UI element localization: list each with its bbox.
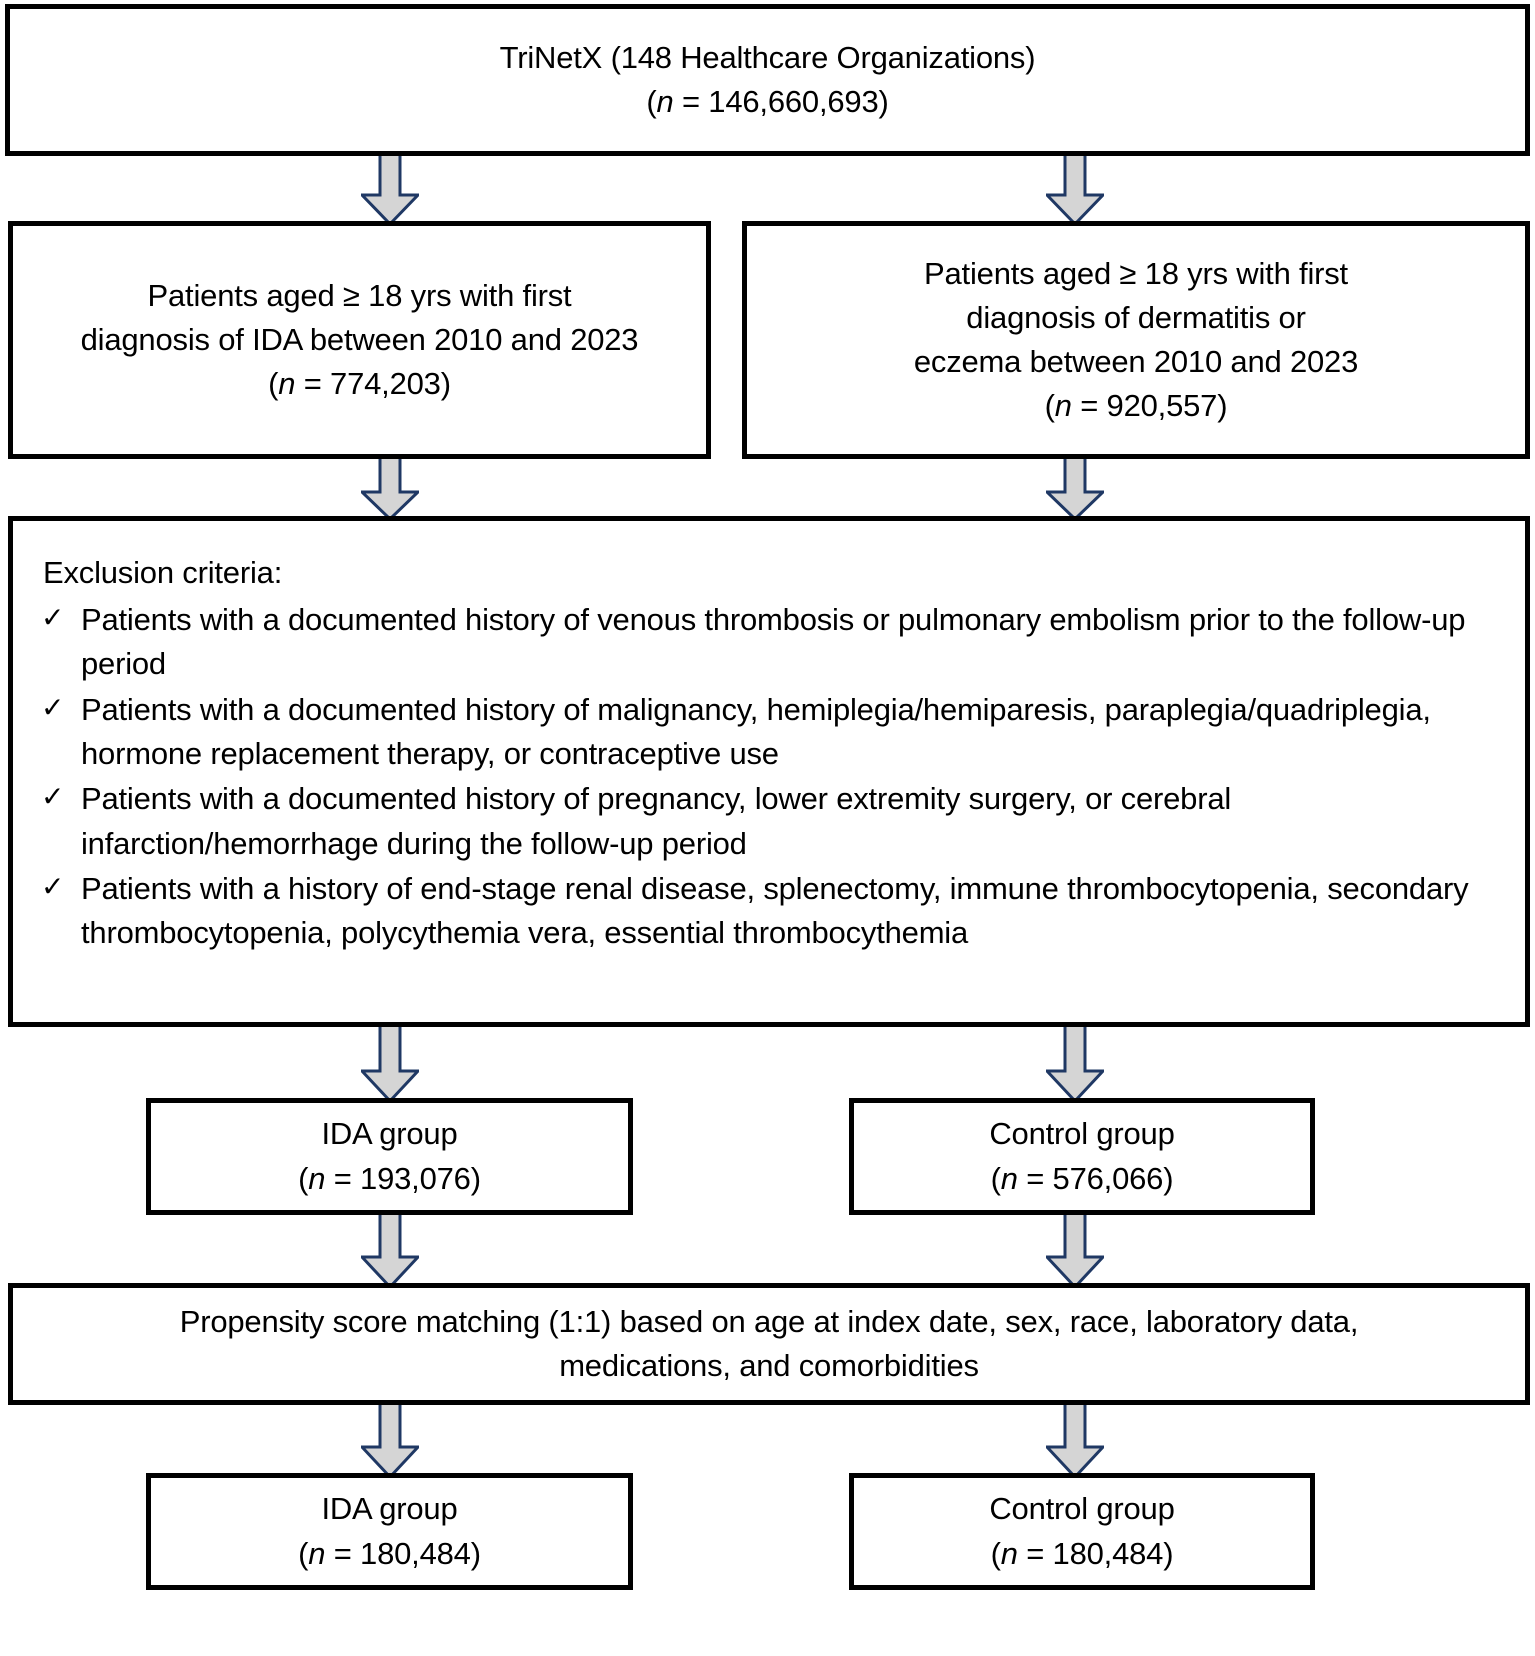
n-italic: n (308, 1160, 326, 1196)
check-icon: ✓ (41, 691, 65, 723)
check-icon: ✓ (41, 602, 65, 633)
node-control-group-prematch-label: Control group (989, 1116, 1175, 1152)
arrow-exclusion-to-control-group (1046, 1021, 1104, 1103)
arrow-control-cohort-to-exclusion (1046, 453, 1104, 521)
arrow-source-to-ida-cohort (361, 150, 419, 226)
n-value: = 920,557) (1071, 388, 1228, 424)
exclusion-criteria-item: ✓ Patients with a documented history of … (35, 598, 1503, 687)
arrow-control-group-to-psm (1046, 1209, 1104, 1289)
node-control-group-prematch-count: (n = 576,066) (991, 1157, 1174, 1201)
n-value: = 180,484) (1017, 1535, 1174, 1571)
n-italic: n (1000, 1535, 1018, 1571)
n-value: = 146,660,693) (673, 84, 889, 119)
node-ida-group-prematch: IDA group (n = 193,076) (146, 1098, 633, 1215)
exclusion-criteria-item-text: Patients with a documented history of ma… (81, 691, 1431, 771)
exclusion-criteria-item: ✓ Patients with a documented history of … (35, 688, 1503, 777)
node-ida-cohort-count: (n = 774,203) (268, 362, 451, 406)
exclusion-criteria-item: ✓ Patients with a history of end-stage r… (35, 867, 1503, 956)
node-propensity-score-matching: Propensity score matching (1:1) based on… (8, 1283, 1530, 1405)
arrow-psm-to-control-group-matched (1046, 1399, 1104, 1479)
node-control-cohort-line-1: Patients aged ≥ 18 yrs with first (924, 255, 1348, 291)
node-control-group-prematch: Control group (n = 576,066) (849, 1098, 1315, 1215)
n-italic: n (278, 366, 296, 401)
node-ida-cohort-line-2: diagnosis of IDA between 2010 and 2023 (80, 321, 639, 357)
node-data-source: TriNetX (148 Healthcare Organizations) (… (5, 4, 1530, 156)
node-ida-cohort: Patients aged ≥ 18 yrs with first diagno… (8, 221, 711, 459)
check-icon: ✓ (41, 781, 65, 813)
node-ida-group-prematch-count: (n = 193,076) (298, 1157, 481, 1201)
arrow-ida-cohort-to-exclusion (361, 453, 419, 521)
node-control-group-matched: Control group (n = 180,484) (849, 1473, 1315, 1590)
node-exclusion-criteria: Exclusion criteria: ✓ Patients with a do… (8, 516, 1530, 1027)
exclusion-criteria-title: Exclusion criteria: (43, 555, 283, 590)
arrow-exclusion-to-ida-group (361, 1021, 419, 1103)
node-data-source-count: (n = 146,660,693) (646, 80, 888, 124)
node-ida-cohort-line-1: Patients aged ≥ 18 yrs with first (147, 277, 572, 313)
paren-open: ( (298, 1535, 309, 1571)
paren-open: ( (646, 84, 657, 119)
n-italic: n (1000, 1160, 1018, 1196)
n-value: = 180,484) (325, 1535, 481, 1571)
node-ida-group-matched-label: IDA group (321, 1491, 458, 1527)
n-value: = 193,076) (325, 1160, 481, 1196)
node-ida-group-matched: IDA group (n = 180,484) (146, 1473, 633, 1590)
node-ida-group-matched-count: (n = 180,484) (298, 1532, 481, 1576)
node-control-group-matched-count: (n = 180,484) (991, 1532, 1174, 1576)
paren-open: ( (990, 1160, 1001, 1196)
node-control-group-matched-label: Control group (989, 1491, 1175, 1527)
node-data-source-line-1: TriNetX (148 Healthcare Organizations) (499, 39, 1036, 75)
exclusion-criteria-item-text: Patients with a documented history of ve… (81, 602, 1466, 682)
node-psm-line-2: medications, and comorbidities (559, 1348, 979, 1383)
node-control-cohort-line-2: diagnosis of dermatitis or (966, 299, 1306, 335)
check-icon: ✓ (41, 870, 65, 902)
n-value: = 576,066) (1017, 1160, 1174, 1196)
node-control-cohort-line-3: eczema between 2010 and 2023 (913, 344, 1359, 379)
paren-open: ( (268, 366, 279, 401)
node-control-cohort-count: (n = 920,557) (1045, 384, 1228, 428)
n-value: = 774,203) (295, 366, 451, 401)
node-control-cohort: Patients aged ≥ 18 yrs with first diagno… (742, 221, 1530, 459)
exclusion-criteria-item: ✓ Patients with a documented history of … (35, 777, 1503, 866)
exclusion-criteria-item-text: Patients with a history of end-stage ren… (81, 870, 1469, 951)
paren-open: ( (990, 1535, 1001, 1571)
node-psm-line-1: Propensity score matching (1:1) based on… (179, 1303, 1359, 1339)
arrow-source-to-control-cohort (1046, 150, 1104, 226)
exclusion-criteria-item-text: Patients with a documented history of pr… (81, 781, 1232, 861)
node-ida-group-prematch-label: IDA group (321, 1116, 458, 1152)
arrow-psm-to-ida-group-matched (361, 1399, 419, 1479)
exclusion-criteria-list: ✓ Patients with a documented history of … (35, 598, 1503, 957)
n-italic: n (656, 84, 674, 119)
n-italic: n (308, 1535, 326, 1571)
paren-open: ( (1044, 388, 1055, 424)
arrow-ida-group-to-psm (361, 1209, 419, 1289)
n-italic: n (1054, 388, 1072, 424)
paren-open: ( (298, 1160, 309, 1196)
